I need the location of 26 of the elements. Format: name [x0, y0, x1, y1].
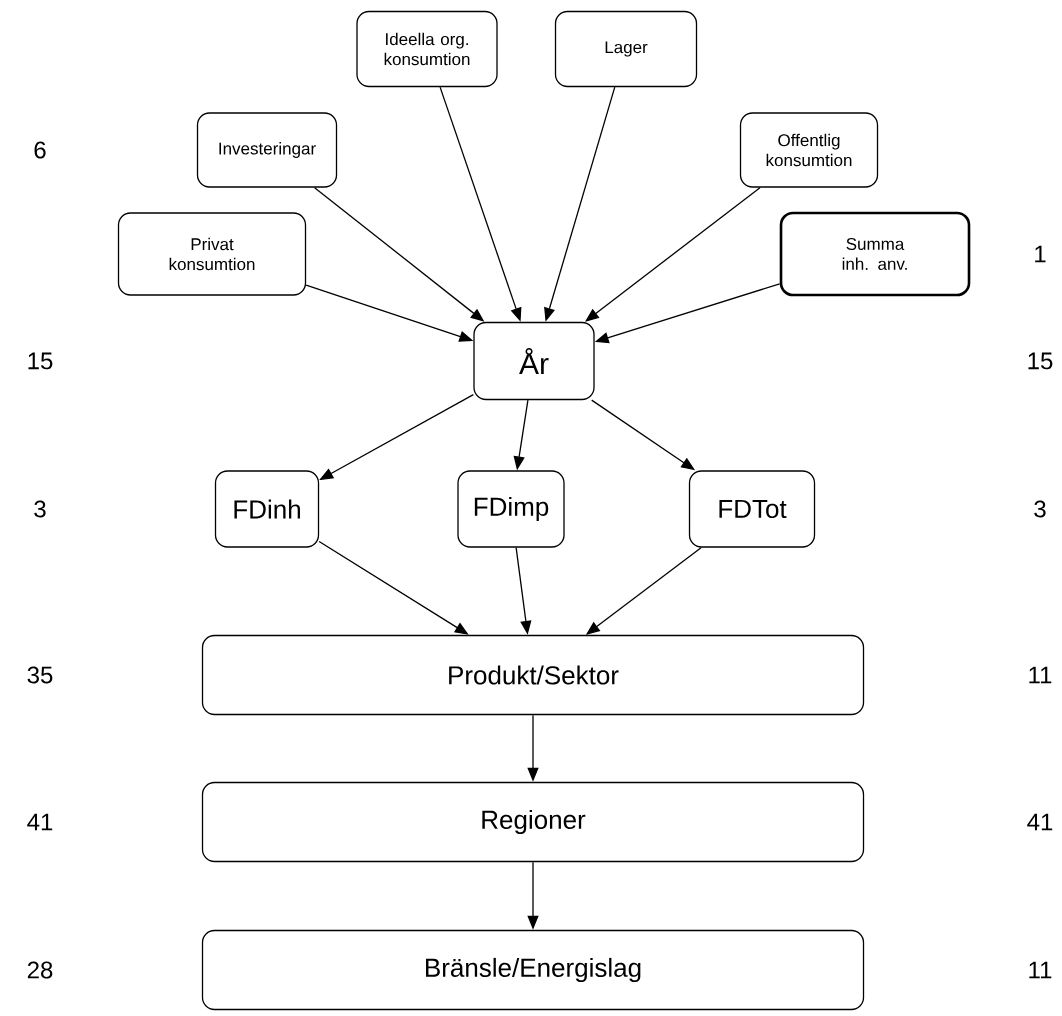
count-label: 11: [1029, 666, 1052, 684]
process-box: FDTot: [688, 470, 816, 548]
process-box: Privat konsumtion: [117, 212, 307, 296]
process-box: År: [473, 321, 595, 401]
count-label: 15: [1028, 352, 1053, 370]
count-label: 3: [1034, 500, 1046, 518]
count-label: 35: [27, 666, 53, 684]
process-box: Investeringar: [196, 112, 338, 188]
process-box: FDimp: [457, 470, 565, 548]
summary-box: Summa inh. anv.: [779, 211, 971, 297]
process-box: Ideella org. konsumtion: [356, 10, 498, 88]
count-label: 41: [1027, 813, 1053, 831]
count-label: 6: [34, 141, 46, 159]
count-label: 11: [1029, 961, 1052, 979]
process-box: FDinh: [214, 470, 320, 548]
process-box: Offentlig konsumtion: [739, 112, 879, 188]
process-box: Lager: [554, 10, 698, 88]
count-label: 1: [1035, 245, 1046, 263]
process-box: Bränsle/Energislag: [201, 929, 865, 1011]
count-label: 3: [34, 500, 46, 518]
count-label: 41: [27, 813, 53, 831]
process-box: Produkt/Sektor: [201, 634, 865, 716]
count-label: 15: [28, 352, 53, 370]
arrow: [585, 187, 761, 322]
process-box: Regioner: [201, 781, 865, 863]
count-label: 28: [27, 961, 53, 979]
